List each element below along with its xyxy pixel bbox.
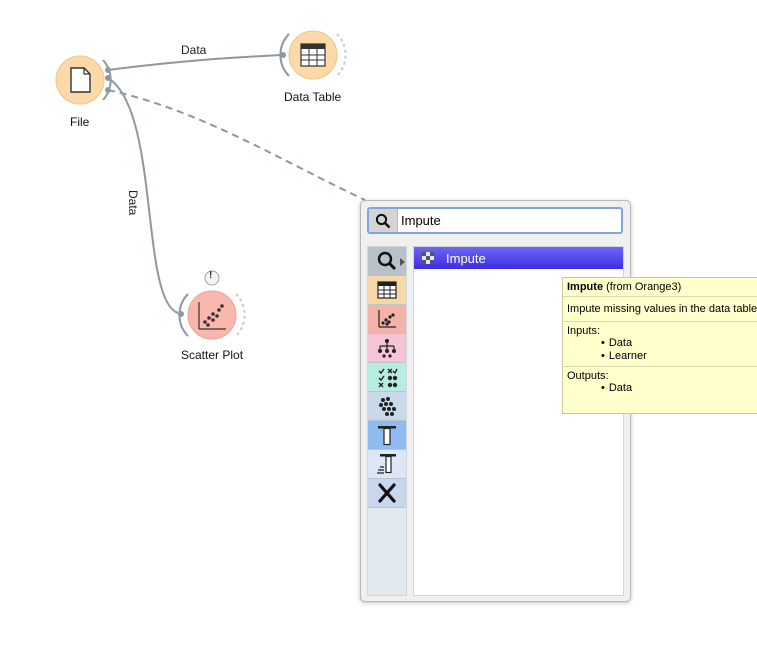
category-tab-other[interactable] [368,479,406,508]
result-item-impute[interactable]: Impute [414,247,623,269]
scatter-warning-badge[interactable] [204,270,220,286]
tooltip-inputs-label: Inputs: [567,325,601,337]
quick-menu-category-bar [367,246,407,596]
tooltip-input-item: Learner [601,350,757,363]
link-pending-to-quick-menu [107,89,366,201]
table-icon [377,281,397,299]
category-tab-prototypes[interactable] [368,450,406,479]
tooltip-source: (from Orange3) [606,281,682,293]
category-tab-visualize[interactable] [368,305,406,334]
tooltip-title: Impute [567,281,604,293]
document-icon [70,67,91,93]
tooltip-outputs-label: Outputs: [567,370,609,382]
node-data-table[interactable] [279,30,347,80]
search-icon[interactable] [369,209,398,232]
impute-icon [422,252,434,264]
node-scatter-plot[interactable] [178,290,246,340]
category-tab-evaluate[interactable] [368,363,406,392]
link-file-to-scatter-plot[interactable] [107,77,179,314]
table-icon [300,43,326,67]
tooltip-header: Impute (from Orange3) [563,278,757,297]
data-table-output-anchor [336,33,347,77]
node-file-label: File [70,115,90,129]
link-file-to-data-table-label: Data [181,43,207,57]
tooltip-outputs: Outputs: Data [563,367,757,398]
tooltip-description: Impute missing values in the data table [563,297,757,322]
text-icon [378,426,396,446]
scatter-icon [198,302,226,330]
quick-menu-search-input[interactable] [401,212,611,229]
x-icon [378,483,396,503]
link-file-to-scatter-plot-label: Data [126,190,140,216]
matrix-icon [378,368,398,388]
scatter-output-anchor [235,293,246,337]
category-tab-search[interactable] [368,247,406,276]
quick-menu-search-box[interactable] [367,207,623,234]
cluster-icon [379,397,396,416]
file-output-anchor [102,59,112,101]
quick-menu: Impute [360,200,631,602]
scatter-warning-icon: ! [209,270,213,281]
category-tab-text[interactable] [368,421,406,450]
search-icon [377,251,397,271]
tooltip-inputs: Inputs: Data Learner [563,322,757,367]
node-scatter-plot-label: Scatter Plot [181,348,244,362]
category-tab-unsupervised[interactable] [368,392,406,421]
tooltip-output-item: Data [601,382,757,395]
widget-tooltip: Impute (from Orange3) Impute missing val… [562,277,757,414]
node-file[interactable] [55,55,112,105]
link-file-to-data-table[interactable] [107,54,283,71]
result-item-label: Impute [446,250,486,266]
node-data-table-label: Data Table [284,90,342,104]
chevron-right-icon [400,258,405,266]
scatter-icon [378,310,396,328]
tree-icon [378,339,396,358]
tooltip-input-item: Data [601,337,757,350]
prototype-icon [377,454,396,474]
category-tab-data[interactable] [368,276,406,305]
category-tab-model[interactable] [368,334,406,363]
